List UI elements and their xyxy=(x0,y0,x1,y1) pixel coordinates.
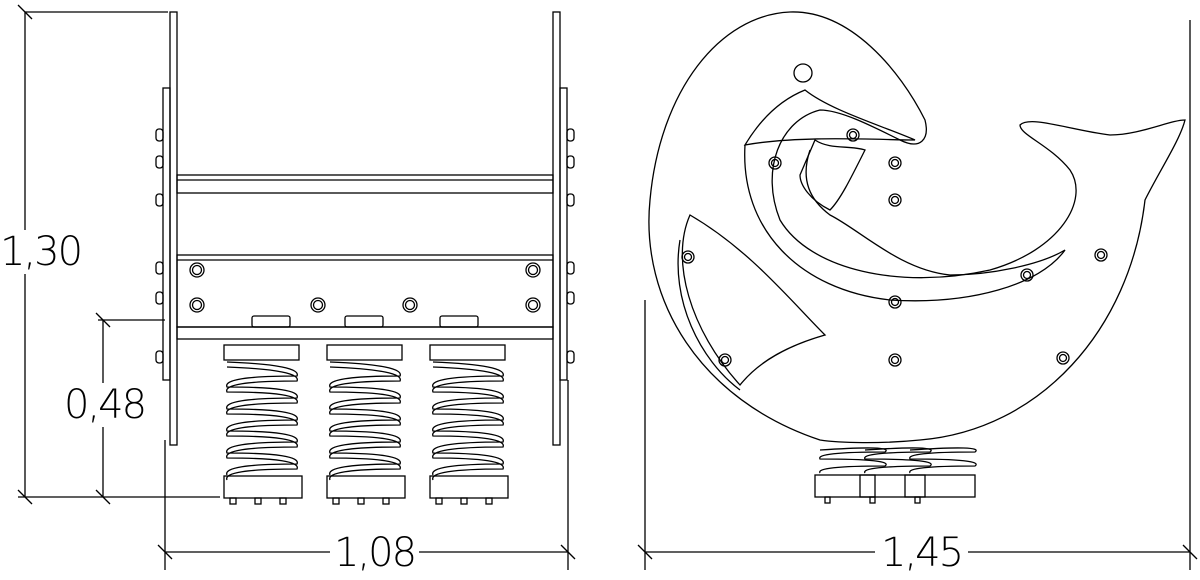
side-spring-base xyxy=(814,474,876,498)
right-side-panel xyxy=(552,11,561,446)
side-bolt xyxy=(155,155,164,169)
side-bolt xyxy=(155,261,164,275)
base-bolt xyxy=(869,496,876,504)
bolt-inner xyxy=(404,299,416,311)
dolphin-bolt xyxy=(846,128,860,142)
spring-top-mount xyxy=(223,344,300,361)
bolt xyxy=(189,297,205,313)
side-view-dolphin xyxy=(648,11,1186,444)
side-bolt xyxy=(566,291,575,305)
base-bolt xyxy=(254,497,262,505)
dolphin-bolt xyxy=(1056,351,1070,365)
dolphin-bolt-inner xyxy=(720,355,730,365)
spring-top-mount xyxy=(326,344,403,361)
bolt-inner xyxy=(527,264,539,276)
dolphin-bolt-inner xyxy=(770,158,780,168)
spring-top-mount xyxy=(429,344,506,361)
bolt-inner xyxy=(527,299,539,311)
dolphin-bolt xyxy=(888,295,902,309)
dolphin-bolt-inner xyxy=(683,252,693,262)
dimension-lines xyxy=(17,4,1198,570)
front-bolts xyxy=(155,128,575,364)
spring-coil-edge xyxy=(226,366,298,481)
side-spring-base xyxy=(904,474,976,498)
dolphin-bolt-inner xyxy=(890,195,900,205)
side-spring-coil xyxy=(819,447,887,474)
spring-coil xyxy=(226,361,298,476)
dolphin-bolt-inner xyxy=(1096,250,1106,260)
dolphin-bolt xyxy=(888,353,902,367)
springs xyxy=(223,344,977,505)
spring-base xyxy=(326,475,406,499)
dolphin-inner-curve xyxy=(744,144,1066,302)
bolt xyxy=(402,297,418,313)
base-bolt xyxy=(485,497,493,505)
bolt xyxy=(525,262,541,278)
dimension-width: 1,08 xyxy=(330,531,420,575)
bolt xyxy=(310,297,326,313)
side-spring-coil xyxy=(909,447,977,474)
dimension-height-total: 1,30 xyxy=(0,229,83,275)
bolt-inner xyxy=(191,299,203,311)
spring-coil xyxy=(329,361,401,476)
base-bolt xyxy=(382,497,390,505)
dolphin-bolt-inner xyxy=(890,297,900,307)
base-bolt xyxy=(460,497,468,505)
side-spring-base xyxy=(859,474,926,498)
spring-coil xyxy=(432,361,504,476)
dolphin-bolt-inner xyxy=(1058,353,1068,363)
bottom-bar xyxy=(176,326,554,340)
base-bolt xyxy=(332,497,340,505)
spring-base xyxy=(223,475,303,499)
side-bolt xyxy=(566,193,575,207)
base-bolt xyxy=(279,497,287,505)
dolphin-fin-top xyxy=(743,89,916,146)
left-bracket xyxy=(162,87,171,381)
side-bolt xyxy=(566,128,575,142)
dolphin-bolt xyxy=(888,156,902,170)
base-bolt xyxy=(435,497,443,505)
spring-coil-edge xyxy=(432,366,504,481)
spring-coil-edge xyxy=(329,366,401,481)
side-bolt xyxy=(155,350,164,364)
dolphin-bolts xyxy=(681,128,1108,367)
base-bolt xyxy=(357,497,365,505)
dolphin-handle xyxy=(799,139,866,211)
dolphin-eye xyxy=(793,63,813,83)
base-bolt xyxy=(229,497,237,505)
dolphin-bolt xyxy=(681,250,695,264)
dolphin-bolt xyxy=(718,353,732,367)
dolphin-bolt-inner xyxy=(890,355,900,365)
side-bolt xyxy=(566,350,575,364)
dolphin-bolt-inner xyxy=(848,130,858,140)
dolphin-bolt xyxy=(1020,268,1034,282)
bolt-inner xyxy=(191,264,203,276)
base-bolt xyxy=(914,496,921,504)
dolphin-bolt xyxy=(1094,248,1108,262)
side-bolt xyxy=(566,155,575,169)
left-side-panel xyxy=(169,11,178,446)
front-view xyxy=(162,11,568,446)
dolphin-body xyxy=(648,11,1186,444)
dimension-seat-height: 0,48 xyxy=(62,382,147,428)
bolt xyxy=(189,262,205,278)
dolphin-bolt xyxy=(768,156,782,170)
dolphin-flipper xyxy=(681,214,827,387)
dolphin-bolt-inner xyxy=(890,158,900,168)
dolphin-bolt xyxy=(888,193,902,207)
dolphin-bolt-inner xyxy=(1022,270,1032,280)
side-bolt xyxy=(155,128,164,142)
cross-tube xyxy=(176,174,554,194)
side-bolt xyxy=(155,291,164,305)
spring-base xyxy=(429,475,509,499)
side-bolt xyxy=(155,193,164,207)
bolt xyxy=(525,297,541,313)
dimension-length: 1,45 xyxy=(875,531,969,575)
right-bracket xyxy=(559,87,568,381)
side-bolt xyxy=(566,261,575,275)
base-bolt xyxy=(824,496,831,504)
bolt-inner xyxy=(312,299,324,311)
